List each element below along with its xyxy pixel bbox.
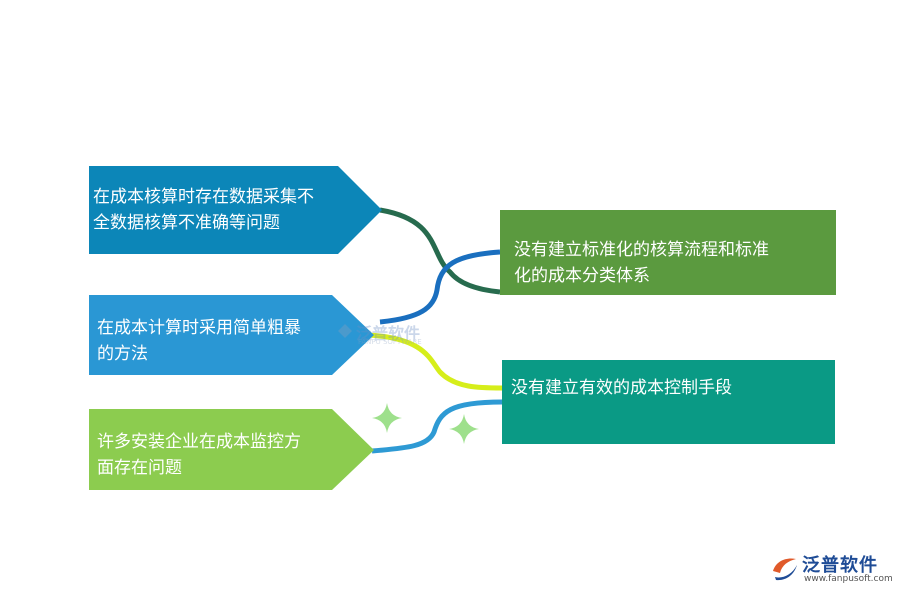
logo-url: www.fanpusoft.com <box>804 574 893 584</box>
watermark-name: 泛普软件 <box>356 324 421 343</box>
brand-logo: 泛普软件 www.fanpusoft.com <box>770 551 893 591</box>
cause-box <box>89 409 374 490</box>
problem-label: 没有建立标准化的核算流程和标准 化的成本分类体系 <box>514 240 769 286</box>
fanpu-logo-icon <box>773 558 797 581</box>
sparkle-icon <box>449 414 479 444</box>
connector-line <box>371 399 503 454</box>
cause-label: 许多安装企业在成本监控方 面存在问题 <box>97 432 301 478</box>
watermark: 泛普软件 FANPU SOFTWARE <box>336 318 436 348</box>
problem-label: 没有建立有效的成本控制手段 <box>511 378 732 398</box>
cause-box <box>89 295 374 375</box>
cause-box <box>89 166 382 254</box>
logo-name: 泛普软件 <box>802 555 878 576</box>
problem-box <box>502 360 835 444</box>
sparkle-icon <box>372 403 402 433</box>
watermark-url: FANPU SOFTWARE <box>358 338 422 346</box>
cause-label: 在成本核算时存在数据采集不 全数据核算不准确等问题 <box>93 187 314 233</box>
cause-label: 在成本计算时采用简单粗暴 的方法 <box>97 318 301 364</box>
connector-line <box>379 249 501 325</box>
connector-line <box>367 332 503 391</box>
problem-box <box>500 210 836 295</box>
watermark-logo-icon <box>338 324 352 338</box>
